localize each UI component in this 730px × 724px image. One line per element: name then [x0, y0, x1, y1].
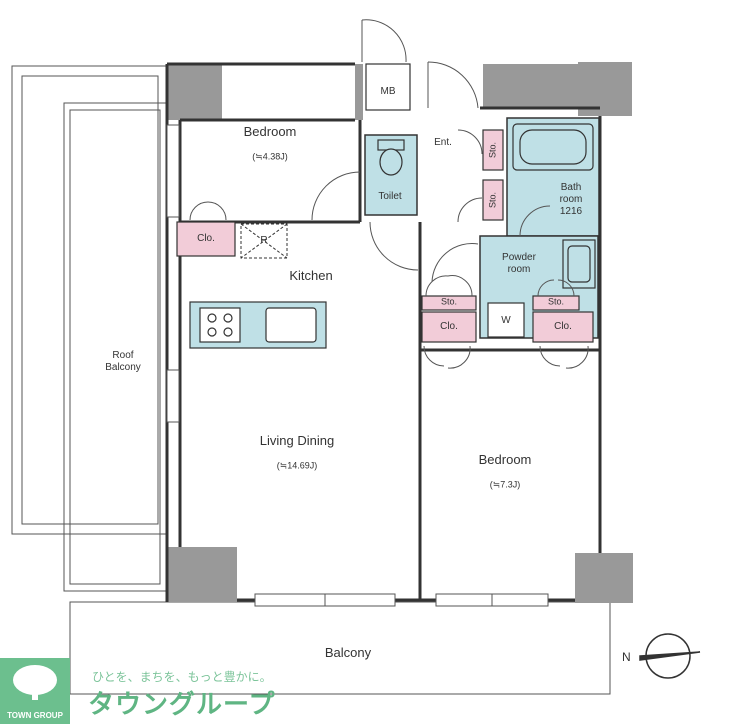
- tree-icon: [13, 665, 57, 700]
- kitchen-label: Kitchen: [289, 268, 333, 284]
- living-dining-label: Living Dining: [259, 433, 335, 449]
- brand-name: タウングループ: [88, 689, 276, 719]
- bedroom-north-label: Bedroom: [243, 124, 297, 140]
- powder-sink: [562, 239, 596, 289]
- mb-box: [365, 63, 411, 111]
- living-dining-area: (≒14.69J): [276, 460, 318, 471]
- bathtub: [512, 123, 594, 171]
- storage-east-label: Sto.: [547, 296, 565, 307]
- washer-label: W: [501, 315, 511, 326]
- refrigerator-box: [240, 223, 288, 259]
- door-swings: [189, 19, 589, 369]
- storage-boxes: [176, 129, 594, 343]
- closet-center-label: Clo.: [440, 321, 458, 332]
- west-windows: [166, 124, 180, 423]
- bedroom-south-label: Bedroom: [478, 452, 532, 468]
- storage-entrance-top-label: Sto.: [487, 141, 498, 159]
- toilet-bowl: [377, 139, 405, 176]
- entrance-label: Ent.: [434, 137, 452, 148]
- kitchen-counter: [189, 301, 327, 349]
- washer-box: [487, 302, 525, 338]
- closet-north-label: Clo.: [197, 233, 215, 244]
- toilet-label: Toilet: [378, 191, 402, 202]
- storage-center-label: Sto.: [440, 296, 458, 307]
- bedroom-north-area: (≒4.38J): [252, 151, 288, 162]
- brand-tagline: ひとを、まちを、もっと豊かに。: [92, 670, 272, 684]
- south-windows: [254, 593, 549, 607]
- town-group-logo: TOWN GROUP: [0, 658, 70, 724]
- refrigerator-label: R: [260, 235, 268, 246]
- closet-east-label: Clo.: [554, 321, 572, 332]
- mb-label: MB: [380, 86, 396, 97]
- balcony-label: Balcony: [324, 645, 372, 661]
- compass-icon: [639, 633, 701, 679]
- logo-text: TOWN GROUP: [7, 711, 63, 720]
- roof-balcony-label: Roof Balcony: [105, 350, 141, 373]
- bathroom-label: Bath room 1216: [559, 182, 583, 217]
- powder-room-label: Powder room: [502, 252, 536, 275]
- storage-entrance-bottom-label: Sto.: [487, 191, 498, 209]
- compass-north-label: N: [622, 650, 631, 664]
- bedroom-south-area: (≒7.3J): [489, 479, 521, 490]
- roof-balcony-outline: [11, 65, 168, 592]
